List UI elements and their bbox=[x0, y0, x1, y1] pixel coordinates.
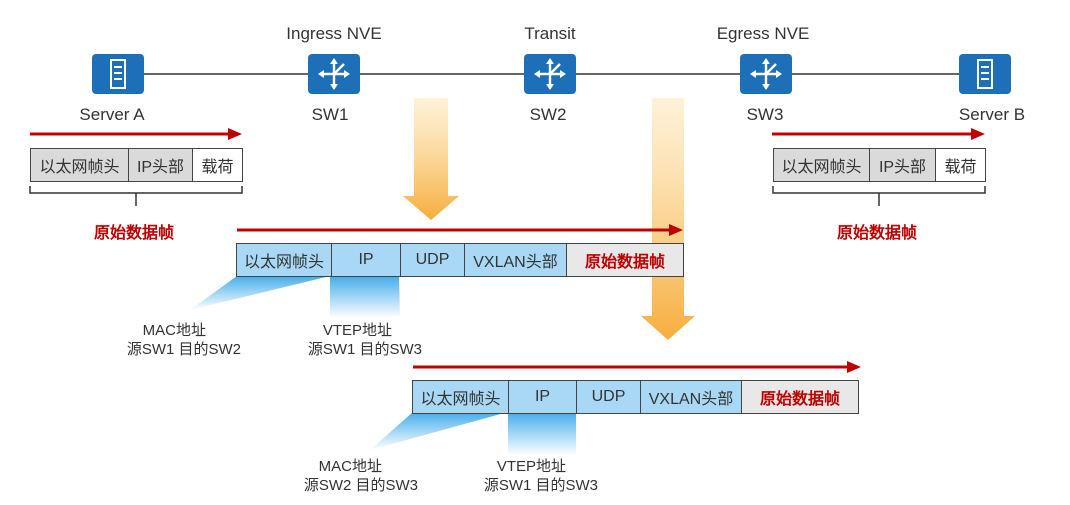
node-label-server-b: Server B bbox=[958, 105, 1026, 124]
vxlan-field-udp: UDP bbox=[577, 381, 641, 413]
vxlan-field-ip: IP bbox=[332, 244, 401, 276]
bracket-left bbox=[29, 186, 243, 206]
role-ingress-label: Ingress NVE bbox=[286, 24, 382, 43]
sw1-node[interactable] bbox=[308, 54, 360, 94]
switch-icon bbox=[318, 58, 350, 90]
server-icon bbox=[977, 59, 993, 89]
frame-field-payload: 载荷 bbox=[936, 149, 985, 181]
bracket-right bbox=[772, 186, 986, 206]
sw3-node[interactable] bbox=[740, 54, 792, 94]
mac-note-detail: 源SW1 目的SW2 bbox=[126, 341, 241, 358]
vxlan-field-udp: UDP bbox=[401, 244, 465, 276]
vtep-note-detail: 源SW1 目的SW3 bbox=[483, 477, 598, 494]
sw2-node[interactable] bbox=[524, 54, 576, 94]
transit-down-arrow bbox=[641, 98, 695, 340]
vtep-note-hop1: VTEP地址 源SW1 目的SW3 bbox=[308, 321, 422, 359]
flow-arrow-hop2 bbox=[413, 361, 861, 373]
original-frame-caption-left: 原始数据帧 bbox=[93, 225, 175, 242]
beam-vtep-hop2 bbox=[508, 412, 576, 455]
vxlan-field-header: VXLAN头部 bbox=[641, 381, 742, 413]
vxlan-field-eth: 以太网帧头 bbox=[237, 244, 332, 276]
beam-mac-hop2 bbox=[370, 412, 508, 450]
original-frame-right: 以太网帧头 IP头部 载荷 bbox=[773, 148, 986, 182]
beam-vtep-hop1 bbox=[330, 276, 400, 318]
vxlan-field-ip: IP bbox=[509, 381, 577, 413]
vxlan-field-original: 原始数据帧 bbox=[742, 381, 858, 413]
frame-field-eth: 以太网帧头 bbox=[774, 149, 870, 181]
mac-note-title: MAC地址 bbox=[142, 322, 206, 339]
beam-mac-hop1 bbox=[190, 276, 330, 310]
vxlan-field-header: VXLAN头部 bbox=[465, 244, 567, 276]
mac-note-hop2: MAC地址 源SW2 目的SW3 bbox=[304, 457, 418, 495]
flow-arrow-hop1 bbox=[237, 224, 683, 236]
encap-down-arrow bbox=[403, 98, 459, 220]
switch-icon bbox=[750, 58, 782, 90]
vxlan-field-eth: 以太网帧头 bbox=[413, 381, 509, 413]
frame-field-ip: IP头部 bbox=[129, 149, 193, 181]
switch-icon bbox=[534, 58, 566, 90]
original-frame-left: 以太网帧头 IP头部 载荷 bbox=[30, 148, 243, 182]
frame-field-eth: 以太网帧头 bbox=[31, 149, 129, 181]
node-label-sw2: SW2 bbox=[529, 105, 567, 124]
node-label-sw3: SW3 bbox=[746, 105, 784, 124]
vtep-note-title: VTEP地址 bbox=[496, 458, 566, 475]
server-b-node[interactable] bbox=[959, 54, 1011, 94]
vxlan-frame-hop2: 以太网帧头 IP UDP VXLAN头部 原始数据帧 bbox=[412, 380, 859, 414]
flow-arrow-left bbox=[30, 128, 242, 140]
vxlan-field-original: 原始数据帧 bbox=[567, 244, 683, 276]
role-transit-label: Transit bbox=[524, 24, 576, 43]
node-label-sw1: SW1 bbox=[311, 105, 349, 124]
node-label-server-a: Server A bbox=[79, 105, 145, 124]
mac-note-hop1: MAC地址 源SW1 目的SW2 bbox=[127, 321, 241, 359]
frame-field-payload: 载荷 bbox=[193, 149, 242, 181]
server-icon bbox=[110, 59, 126, 89]
mac-note-title: MAC地址 bbox=[318, 458, 382, 475]
vtep-note-hop2: VTEP地址 源SW1 目的SW3 bbox=[484, 457, 598, 495]
frame-field-ip: IP头部 bbox=[870, 149, 936, 181]
server-a-node[interactable] bbox=[92, 54, 144, 94]
mac-note-detail: 源SW2 目的SW3 bbox=[303, 477, 418, 494]
vtep-note-title: VTEP地址 bbox=[322, 322, 392, 339]
vtep-note-detail: 源SW1 目的SW3 bbox=[307, 341, 422, 358]
role-egress-label: Egress NVE bbox=[716, 24, 810, 43]
original-frame-caption-right: 原始数据帧 bbox=[836, 225, 918, 242]
flow-arrow-right bbox=[772, 128, 985, 140]
vxlan-frame-hop1: 以太网帧头 IP UDP VXLAN头部 原始数据帧 bbox=[236, 243, 684, 277]
